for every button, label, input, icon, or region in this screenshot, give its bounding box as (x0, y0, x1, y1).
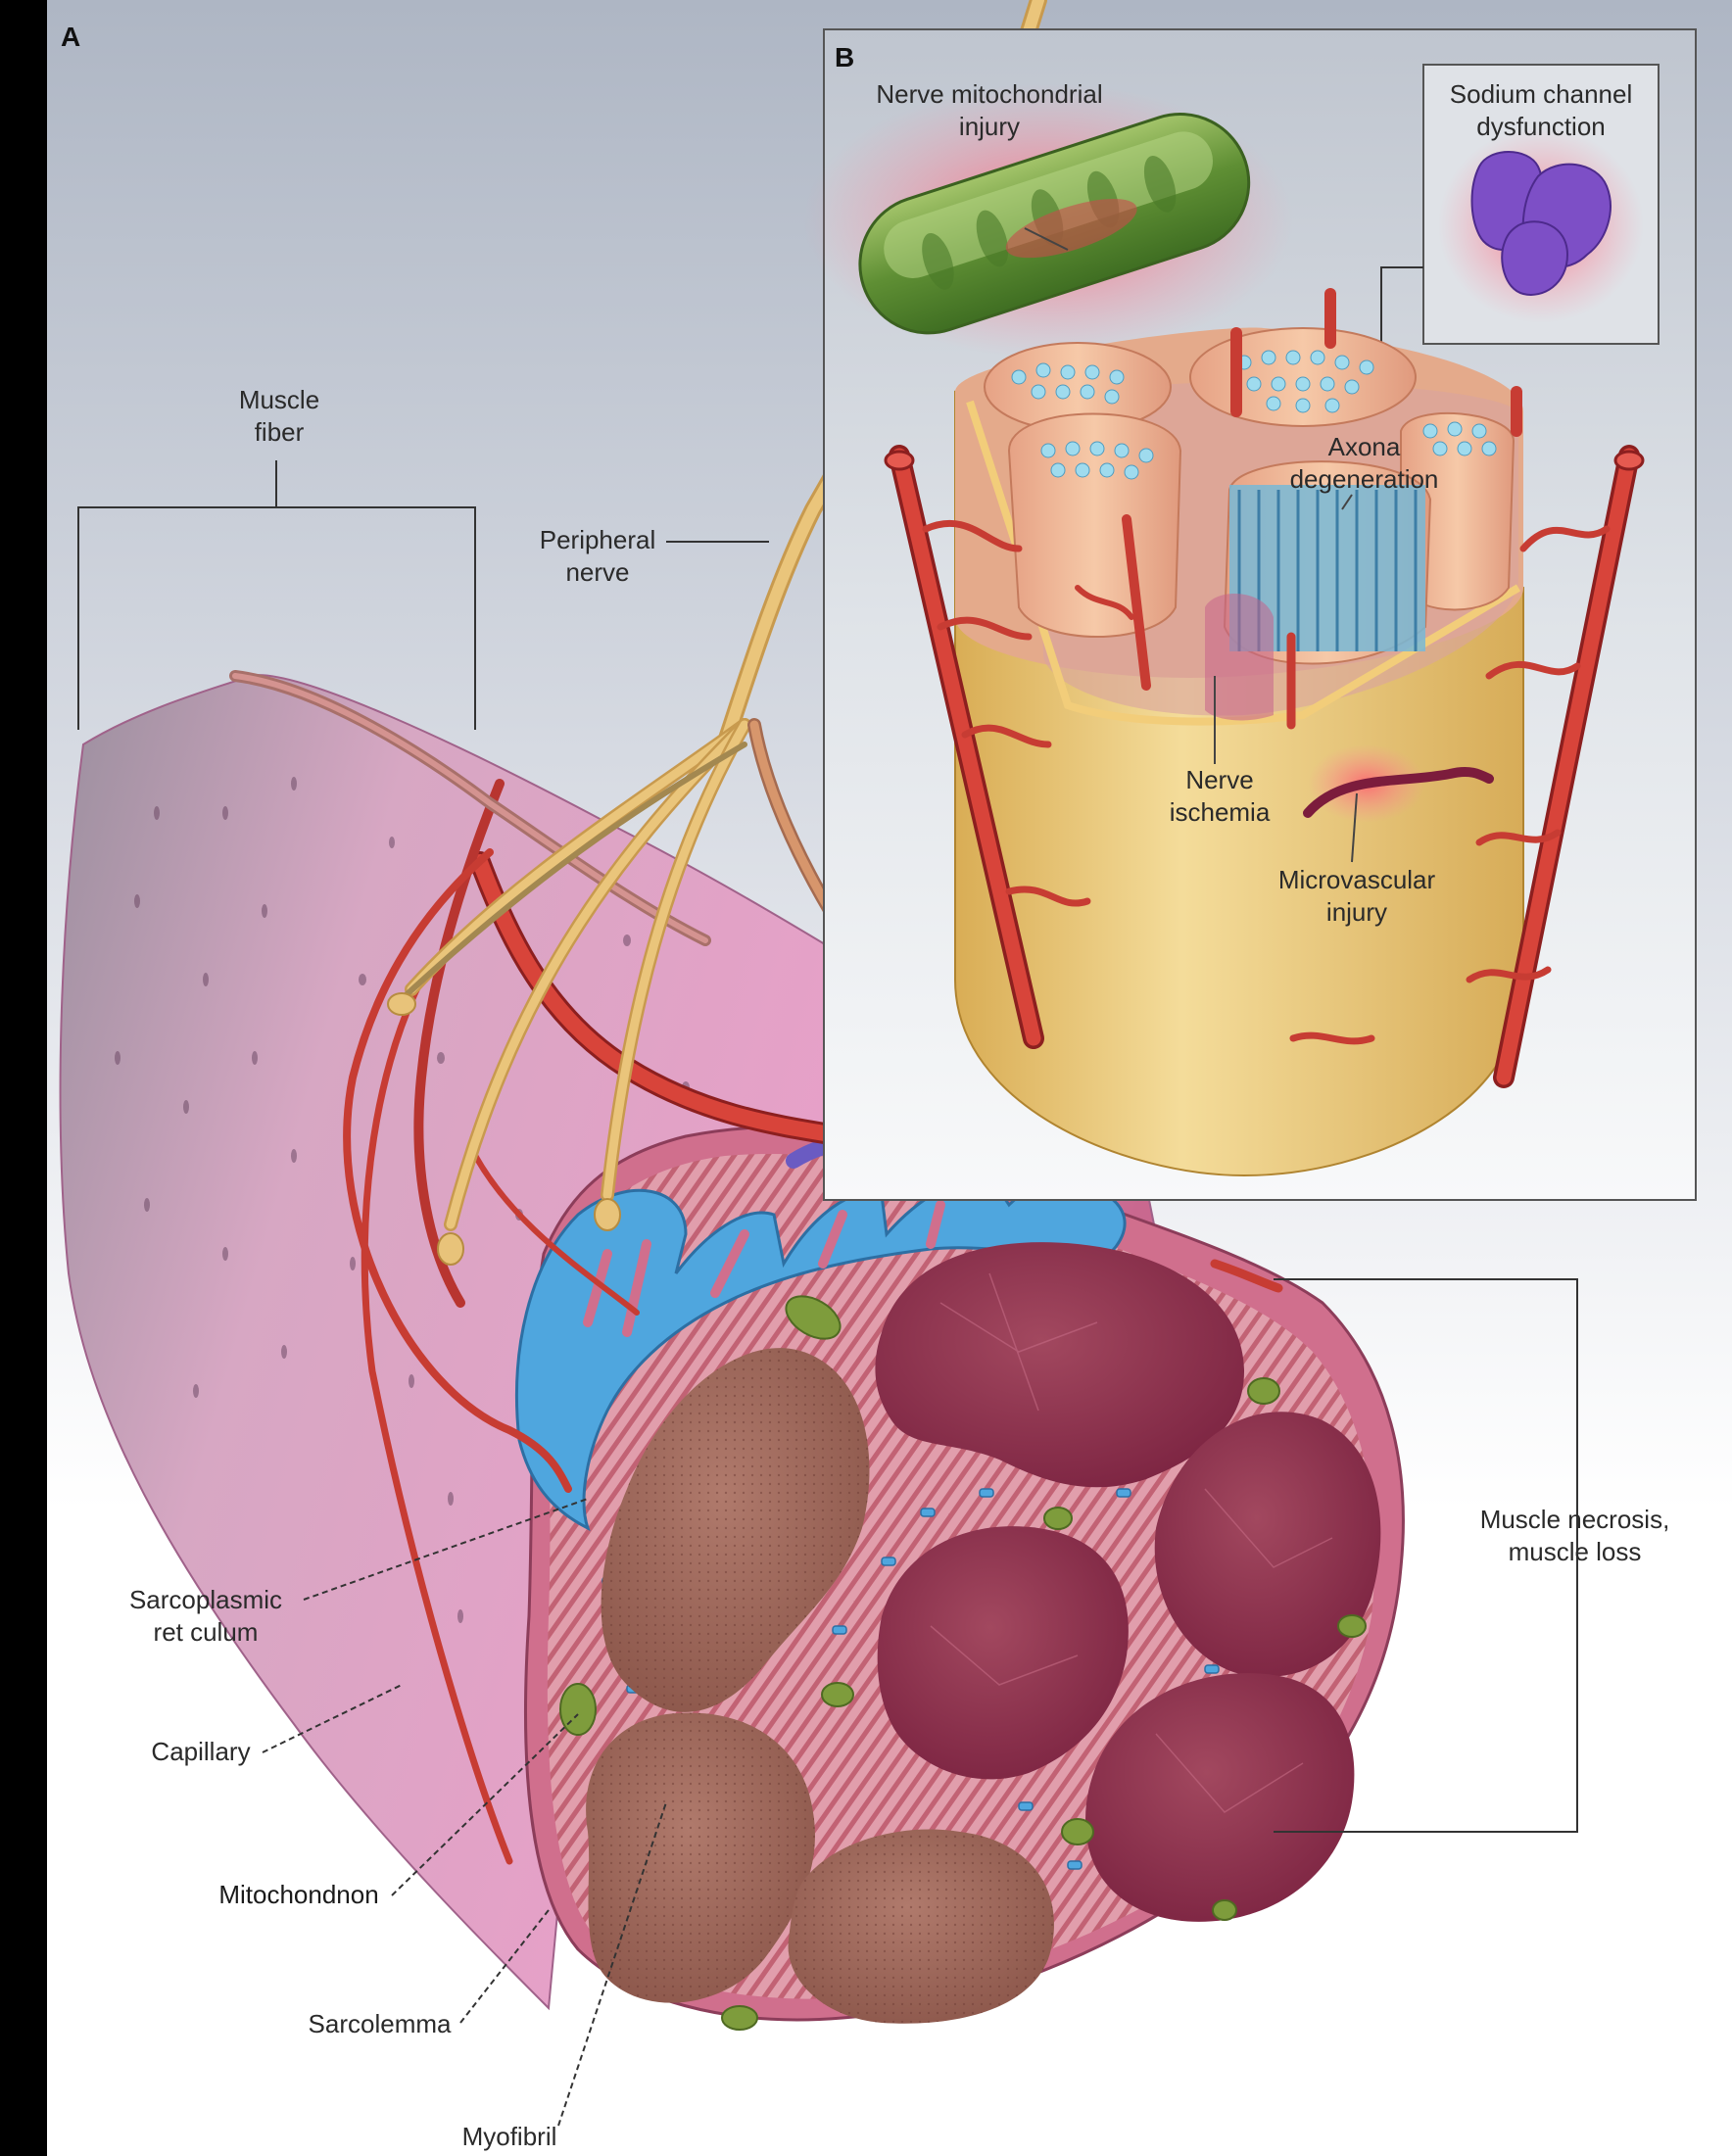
panel-b (803, 29, 1696, 1200)
label-sodium-channel-dysfunction: Sodium channel dysfunction (1425, 78, 1657, 143)
label-nerve-mitochondrial-injury: Nerve mitochondrial injury (852, 78, 1127, 143)
panel-b-letter: B (835, 42, 854, 73)
label-myofibril: Myofibril (446, 2121, 573, 2153)
label-nerve-ischemia: Nerve ischemia (1156, 764, 1283, 829)
label-mitochondrion: Mitochondnon (196, 1879, 402, 1911)
label-capillary: Capillary (137, 1736, 265, 1768)
label-muscle-necrosis: Muscle necrosis, muscle loss (1455, 1504, 1695, 1568)
label-sarcoplasmic-reticulum: Sarcoplasmic ret culum (108, 1584, 304, 1649)
label-microvascular-injury: Microvascular injury (1249, 864, 1465, 929)
panel-a-letter: A (61, 22, 80, 53)
label-muscle-fiber: Muscle fiber (196, 384, 362, 449)
label-peripheral-nerve: Peripheral nerve (509, 524, 686, 589)
label-sarcolemma: Sarcolemma (294, 2008, 465, 2040)
label-axonal-degeneration: Axona degeneration (1278, 431, 1450, 496)
